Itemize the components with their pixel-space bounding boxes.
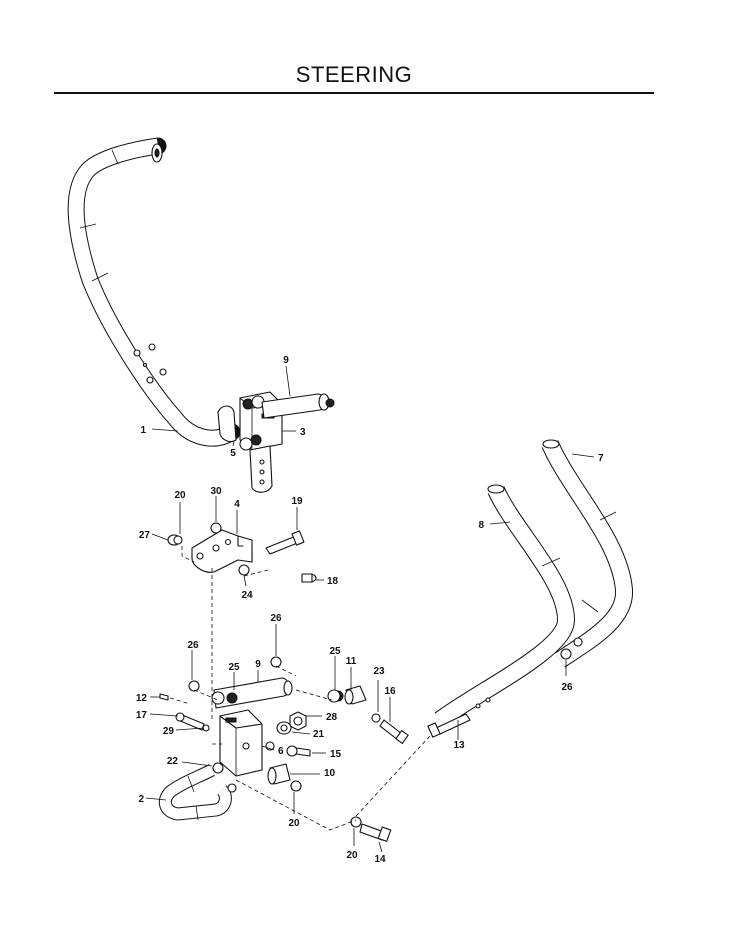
callout-26-right: 26	[561, 682, 573, 693]
callout-22: 22	[167, 756, 179, 767]
leader-22	[181, 761, 213, 767]
lower-lever-2	[158, 764, 237, 821]
leader-2	[145, 797, 167, 801]
washer-23	[371, 713, 381, 723]
nut-30	[210, 522, 222, 534]
callout-19: 19	[291, 496, 303, 507]
callout-18: 18	[327, 576, 339, 587]
screw-12	[159, 693, 169, 701]
page-title: STEERING	[295, 62, 413, 87]
pin-18	[301, 573, 317, 583]
nut-26-lower-left	[188, 680, 200, 692]
callout-23: 23	[373, 666, 385, 677]
nut-25-right-outer	[327, 689, 341, 703]
callout-4: 4	[234, 499, 240, 510]
callout-21: 21	[313, 729, 325, 740]
mount-bracket-6	[219, 709, 275, 777]
callout-14: 14	[374, 854, 386, 865]
leader-14	[378, 841, 383, 853]
callout-15: 15	[330, 749, 342, 760]
callout-24: 24	[241, 590, 253, 601]
leader-1	[151, 428, 179, 432]
callout-5: 5	[230, 448, 236, 459]
nut-26-lower-mid	[270, 656, 282, 668]
washer-20-bottom	[350, 816, 362, 828]
right-steering-lever-7	[541, 439, 633, 668]
washer-21	[276, 721, 292, 735]
callout-20-top: 20	[174, 490, 186, 501]
callout-30: 30	[210, 486, 222, 497]
assembly-line-3	[181, 546, 195, 563]
nut-24	[238, 564, 250, 576]
nut-26-right-b	[573, 637, 583, 647]
assembly-line-6	[275, 665, 297, 677]
leader-29	[175, 727, 205, 731]
leader-21	[291, 731, 311, 735]
callout-28: 28	[326, 712, 338, 723]
callout-13: 13	[453, 740, 465, 751]
callout-12: 12	[136, 693, 148, 704]
leader-8	[489, 521, 511, 525]
assembly-line-9	[355, 735, 431, 817]
bolt-13	[427, 713, 471, 738]
nut-26-right	[560, 648, 572, 660]
damper-lower	[211, 677, 293, 709]
callout-7: 7	[598, 453, 604, 464]
callout-29: 29	[163, 726, 175, 737]
callout-25-right: 25	[329, 646, 341, 657]
bolt-16	[379, 719, 409, 744]
left-steering-lever	[67, 137, 241, 447]
callout-10: 10	[324, 768, 336, 779]
callout-9-upper: 9	[283, 355, 289, 366]
leader-5	[232, 441, 235, 447]
callout-17: 17	[136, 710, 148, 721]
callout-8: 8	[478, 520, 484, 531]
bolt-15	[286, 745, 311, 757]
callout-16: 16	[384, 686, 396, 697]
title-underline	[54, 92, 654, 94]
washer-27	[167, 534, 183, 546]
spacer-11	[344, 685, 367, 705]
callout-20-mid: 20	[288, 818, 300, 829]
callout-26-left: 26	[187, 640, 199, 651]
callout-1: 1	[140, 425, 146, 436]
callout-20-bottom: 20	[346, 850, 358, 861]
assembly-line-8	[235, 779, 357, 831]
leader-27	[151, 533, 169, 541]
ring-22	[212, 762, 224, 774]
damper-upper	[261, 393, 335, 419]
callout-25-left: 25	[228, 662, 240, 673]
callout-27: 27	[139, 530, 151, 541]
assembly-line-4	[169, 697, 191, 705]
nut-28	[289, 711, 307, 731]
callout-26-mid: 26	[270, 613, 282, 624]
leader-6	[261, 745, 275, 751]
bolt-14	[359, 823, 392, 842]
right-steering-lever-8	[434, 484, 576, 728]
leader-24	[243, 575, 247, 587]
callout-11: 11	[346, 656, 357, 667]
assembly-line-7	[295, 689, 333, 701]
leader-9a	[285, 365, 291, 397]
callout-2: 2	[138, 794, 144, 805]
callout-6: 6	[278, 746, 284, 757]
washer-20-lower	[290, 780, 302, 792]
spacer-10	[267, 763, 291, 785]
leader-7	[571, 453, 595, 458]
callout-9-lower: 9	[255, 659, 261, 670]
leader-17	[149, 713, 179, 717]
assembly-line-5	[193, 689, 219, 701]
bolt-17	[175, 712, 205, 731]
callout-3: 3	[300, 427, 306, 438]
bolt-19	[265, 530, 305, 555]
